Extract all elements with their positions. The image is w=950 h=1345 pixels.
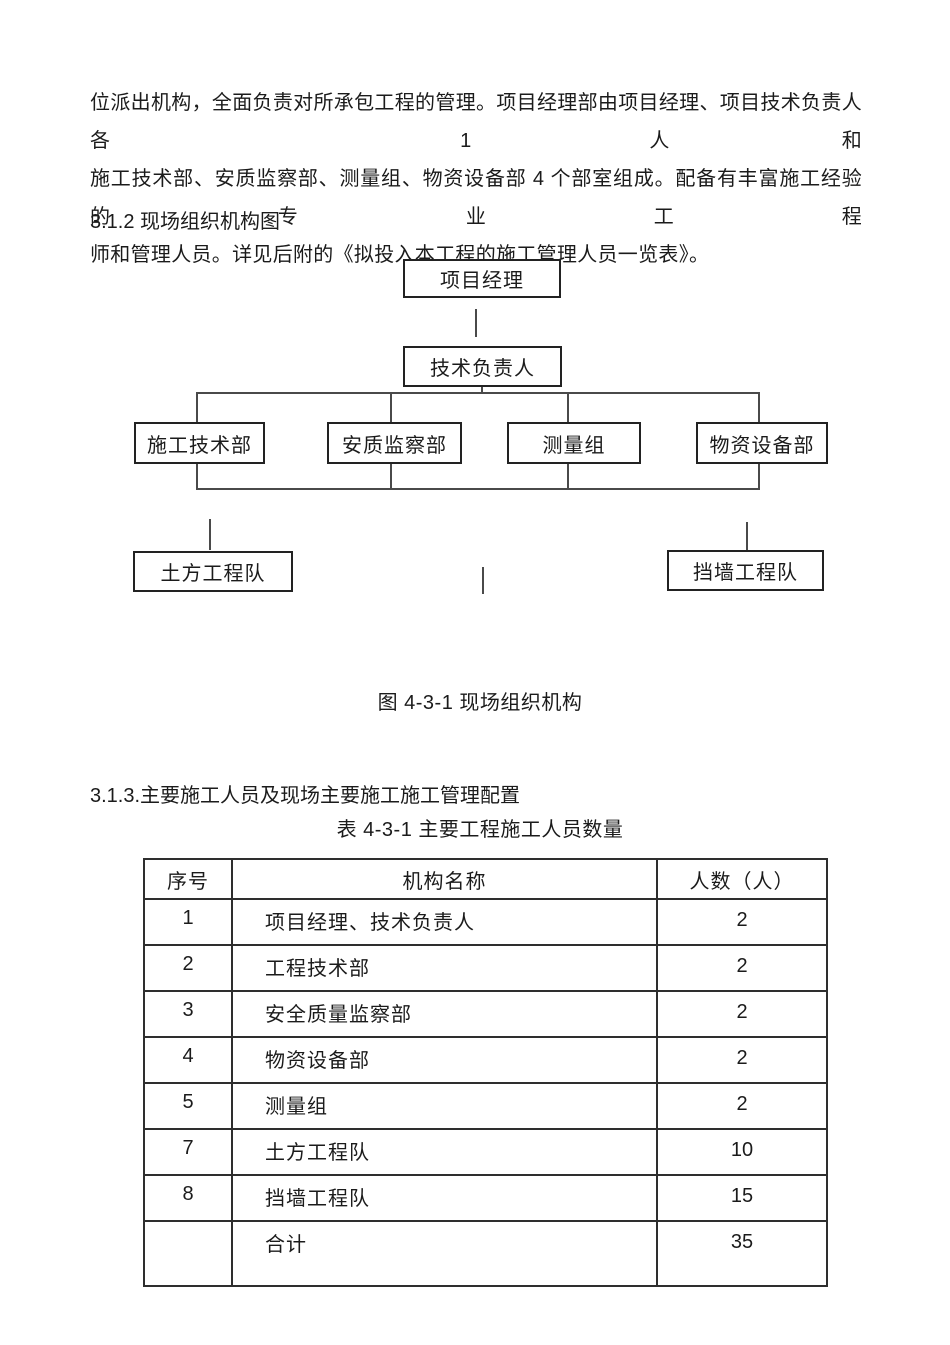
- table-row: 8 挡墙工程队 15: [143, 1174, 828, 1222]
- connector-line: [390, 464, 392, 488]
- cell-count: 2: [656, 898, 828, 946]
- table-header-name: 机构名称: [231, 858, 658, 900]
- cell-no: 2: [143, 944, 233, 992]
- cell-count: 2: [656, 1082, 828, 1130]
- connector-line: [758, 464, 760, 488]
- connector-line: [196, 464, 198, 488]
- org-box-team-retaining-wall: 挡墙工程队: [667, 550, 824, 591]
- cell-no: [143, 1220, 233, 1287]
- section-heading-3-1-2: 3.1.2 现场组织机构图: [90, 211, 281, 233]
- connector-line: [482, 567, 484, 594]
- connector-line: [196, 392, 760, 394]
- connector-line: [390, 394, 392, 422]
- connector-line: [746, 522, 748, 550]
- connector-line: [196, 488, 760, 490]
- table-header-count: 人数（人）: [656, 858, 828, 900]
- section-heading-3-1-3: 3.1.3.主要施工人员及现场主要施工施工管理配置: [90, 785, 521, 807]
- cell-name: 挡墙工程队: [231, 1174, 658, 1222]
- connector-line: [481, 387, 483, 393]
- org-box-team-earthwork: 土方工程队: [133, 551, 293, 592]
- cell-name: 工程技术部: [231, 944, 658, 992]
- table-row: 1 项目经理、技术负责人 2: [143, 898, 828, 946]
- table-row: 3 安全质量监察部 2: [143, 990, 828, 1038]
- cell-count: 15: [656, 1174, 828, 1222]
- table-row: 2 工程技术部 2: [143, 944, 828, 992]
- org-box-dept-safety-quality: 安质监察部: [327, 422, 462, 464]
- table-row: 4 物资设备部 2: [143, 1036, 828, 1084]
- table-row: 5 测量组 2: [143, 1082, 828, 1130]
- cell-name: 合计: [231, 1220, 658, 1287]
- cell-no: 1: [143, 898, 233, 946]
- connector-line: [196, 394, 198, 422]
- cell-name: 测量组: [231, 1082, 658, 1130]
- table-header-no: 序号: [143, 858, 233, 900]
- connector-line: [567, 394, 569, 422]
- personnel-table: 序号 机构名称 人数（人） 1 项目经理、技术负责人 2 2 工程技术部 2 3…: [143, 858, 828, 1287]
- paragraph-line: 施工技术部、安质监察部、测量组、物资设备部 4 个部室组成。配备有丰富施工经验的…: [90, 168, 862, 228]
- org-box-dept-construction-tech: 施工技术部: [134, 422, 265, 464]
- cell-count: 35: [656, 1220, 828, 1287]
- table-header-row: 序号 机构名称 人数（人）: [143, 858, 828, 900]
- figure-caption: 图 4-3-1 现场组织机构: [377, 692, 583, 714]
- body-paragraph: 位派出机构，全面负责对所承包工程的管理。项目经理部由项目经理、项目技术负责人各 …: [90, 84, 862, 274]
- cell-no: 4: [143, 1036, 233, 1084]
- cell-no: 3: [143, 990, 233, 1038]
- org-box-dept-survey-group: 测量组: [507, 422, 641, 464]
- cell-name: 土方工程队: [231, 1128, 658, 1176]
- table-row-total: 合计 35: [143, 1220, 828, 1287]
- cell-no: 5: [143, 1082, 233, 1130]
- table-row: 7 土方工程队 10: [143, 1128, 828, 1176]
- connector-line: [209, 519, 211, 550]
- connector-line: [567, 464, 569, 488]
- cell-count: 10: [656, 1128, 828, 1176]
- connector-line: [758, 394, 760, 422]
- table-caption: 表 4-3-1 主要工程施工人员数量: [336, 819, 624, 841]
- cell-name: 物资设备部: [231, 1036, 658, 1084]
- connector-line: [475, 309, 477, 337]
- org-box-technical-director: 技术负责人: [403, 346, 562, 387]
- cell-count: 2: [656, 990, 828, 1038]
- cell-no: 8: [143, 1174, 233, 1222]
- cell-count: 2: [656, 944, 828, 992]
- org-box-project-manager: 项目经理: [403, 259, 561, 298]
- cell-name: 安全质量监察部: [231, 990, 658, 1038]
- cell-count: 2: [656, 1036, 828, 1084]
- cell-name: 项目经理、技术负责人: [231, 898, 658, 946]
- org-box-dept-materials-equipment: 物资设备部: [696, 422, 828, 464]
- cell-no: 7: [143, 1128, 233, 1176]
- paragraph-line: 位派出机构，全面负责对所承包工程的管理。项目经理部由项目经理、项目技术负责人各 …: [90, 92, 862, 152]
